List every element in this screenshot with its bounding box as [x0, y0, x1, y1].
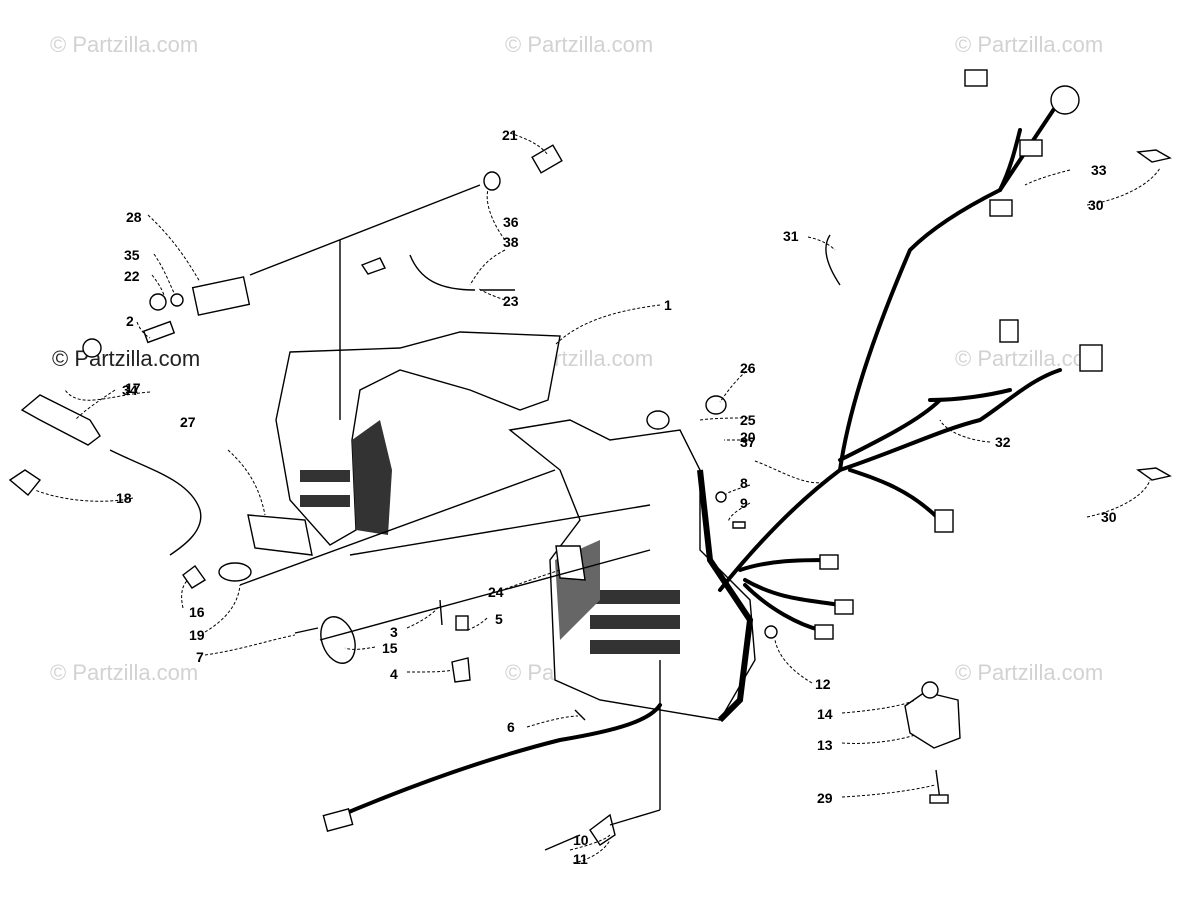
callout-9: 9 [740, 495, 748, 511]
callout-30-top: 30 [1088, 197, 1104, 213]
callout-35: 35 [124, 247, 140, 263]
callout-5: 5 [495, 611, 503, 627]
callout-29: 29 [817, 790, 833, 806]
callout-24: 24 [488, 584, 504, 600]
callout-8: 8 [740, 475, 748, 491]
callout-26: 26 [740, 360, 756, 376]
callout-27: 27 [180, 414, 196, 430]
callout-13: 13 [817, 737, 833, 753]
callout-36: 36 [503, 214, 519, 230]
console-housing [275, 331, 756, 723]
callouts: 1 2 3 4 5 6 7 8 9 10 11 12 13 14 15 16 1… [116, 127, 1117, 867]
callout-18: 18 [116, 490, 132, 506]
watermark-top-right: © Partzilla.com [955, 32, 1103, 57]
watermark-bottom-left: © Partzilla.com [50, 660, 198, 685]
callout-34: 34 [122, 382, 138, 398]
callout-21: 21 [502, 127, 518, 143]
callout-10: 10 [573, 832, 589, 848]
watermark-mid-left: © Partzilla.com [52, 346, 200, 371]
callout-22: 22 [124, 268, 140, 284]
callout-3: 3 [390, 624, 398, 640]
callout-16: 16 [189, 604, 205, 620]
callout-31: 31 [783, 228, 799, 244]
watermark-mid-right: © Partzilla.com [955, 346, 1103, 371]
watermark-top-center: © Partzilla.com [505, 32, 653, 57]
leader-lines [34, 132, 1161, 864]
callout-32: 32 [995, 434, 1011, 450]
wiring-harness [718, 69, 1103, 640]
callout-17: 17 [125, 380, 141, 396]
callout-14: 14 [817, 706, 833, 722]
watermark-bottom-right: © Partzilla.com [955, 660, 1103, 685]
callout-28: 28 [126, 209, 142, 225]
callout-30-bottom: 30 [1101, 509, 1117, 525]
callout-37: 37 [740, 434, 756, 450]
small-parts [8, 144, 1172, 851]
lower-cable [328, 703, 662, 822]
callout-19: 19 [189, 627, 205, 643]
callout-4: 4 [390, 666, 398, 682]
callout-25: 25 [740, 412, 756, 428]
callout-15: 15 [382, 640, 398, 656]
callout-23: 23 [503, 293, 519, 309]
watermark-top-left: © Partzilla.com [50, 32, 198, 57]
callout-38: 38 [503, 234, 519, 250]
callout-6: 6 [507, 719, 515, 735]
callout-2: 2 [126, 313, 134, 329]
callout-1: 1 [664, 297, 672, 313]
callout-7: 7 [196, 649, 204, 665]
callout-12: 12 [815, 676, 831, 692]
callout-20: 20 [740, 429, 756, 445]
callout-33: 33 [1091, 162, 1107, 178]
callout-11: 11 [573, 851, 588, 867]
